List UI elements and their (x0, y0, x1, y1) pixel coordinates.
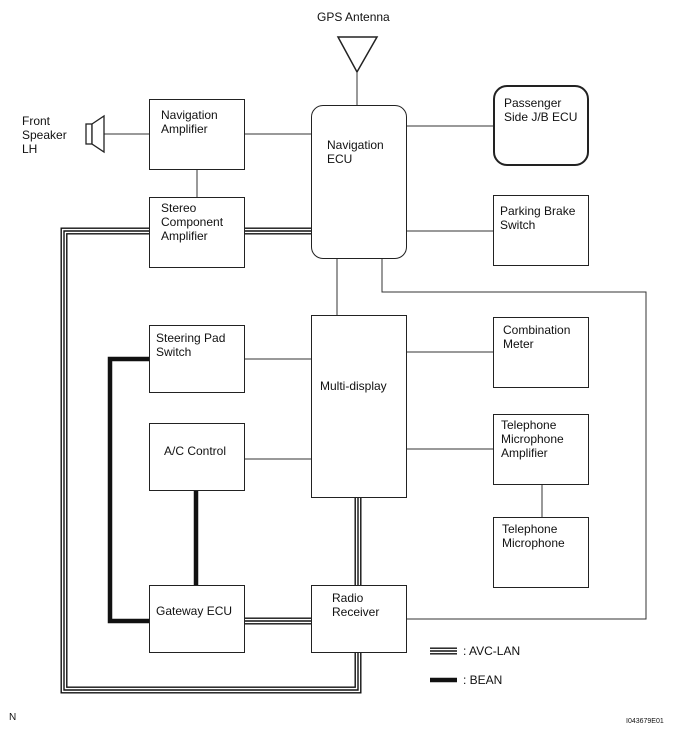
speaker-icon (85, 114, 105, 154)
bean-steer-gateway (107, 356, 149, 624)
steering-pad-switch-label: Steering Pad Switch (156, 331, 226, 359)
telephone-mic-amplifier-label: Telephone Microphone Amplifier (501, 418, 564, 460)
steering-pad-switch-box: Steering Pad Switch (149, 325, 245, 393)
ac-control-box: A/C Control (149, 423, 245, 491)
parking-brake-switch-box: Parking Brake Switch (493, 195, 589, 266)
gateway-ecu-label: Gateway ECU (156, 604, 233, 618)
multi-display-box: Multi-display (311, 315, 407, 498)
front-speaker-label: Front Speaker LH (22, 114, 67, 156)
radio-receiver-label: Radio Receiver (332, 591, 380, 619)
navigation-amplifier-label: Navigation Amplifier (161, 108, 218, 136)
legend-bean-label: : BEAN (463, 673, 503, 687)
stereo-amplifier-label: Stereo Component Amplifier (161, 201, 224, 243)
combination-meter-box: Combination Meter (493, 317, 589, 388)
nav-to-radio-line (381, 259, 647, 620)
combination-meter-label: Combination Meter (503, 323, 571, 351)
navigation-amplifier-box: Navigation Amplifier (149, 99, 245, 170)
navigation-ecu-box: Navigation ECU (311, 105, 407, 259)
gps-antenna-label: GPS Antenna (317, 10, 390, 24)
passenger-jb-ecu-box: Passenger Side J/B ECU (493, 85, 589, 166)
figure-code: I043679E01 (626, 718, 664, 725)
antenna-icon (336, 36, 379, 74)
stereo-amplifier-box: Stereo Component Amplifier (149, 197, 245, 268)
legend-avc-lan-label: : AVC-LAN (463, 644, 521, 658)
footer-left-code: N (9, 712, 17, 723)
parking-brake-switch-label: Parking Brake Switch (500, 204, 576, 232)
navigation-ecu-label: Navigation ECU (327, 138, 384, 166)
radio-receiver-box: Radio Receiver (311, 585, 407, 653)
telephone-microphone-label: Telephone Microphone (502, 522, 565, 550)
ac-control-label: A/C Control (164, 444, 227, 458)
gateway-ecu-box: Gateway ECU (149, 585, 245, 653)
passenger-jb-ecu-label: Passenger Side J/B ECU (504, 96, 578, 124)
telephone-mic-amplifier-box: Telephone Microphone Amplifier (493, 414, 589, 485)
multi-display-label: Multi-display (320, 379, 387, 393)
telephone-microphone-box: Telephone Microphone (493, 517, 589, 588)
